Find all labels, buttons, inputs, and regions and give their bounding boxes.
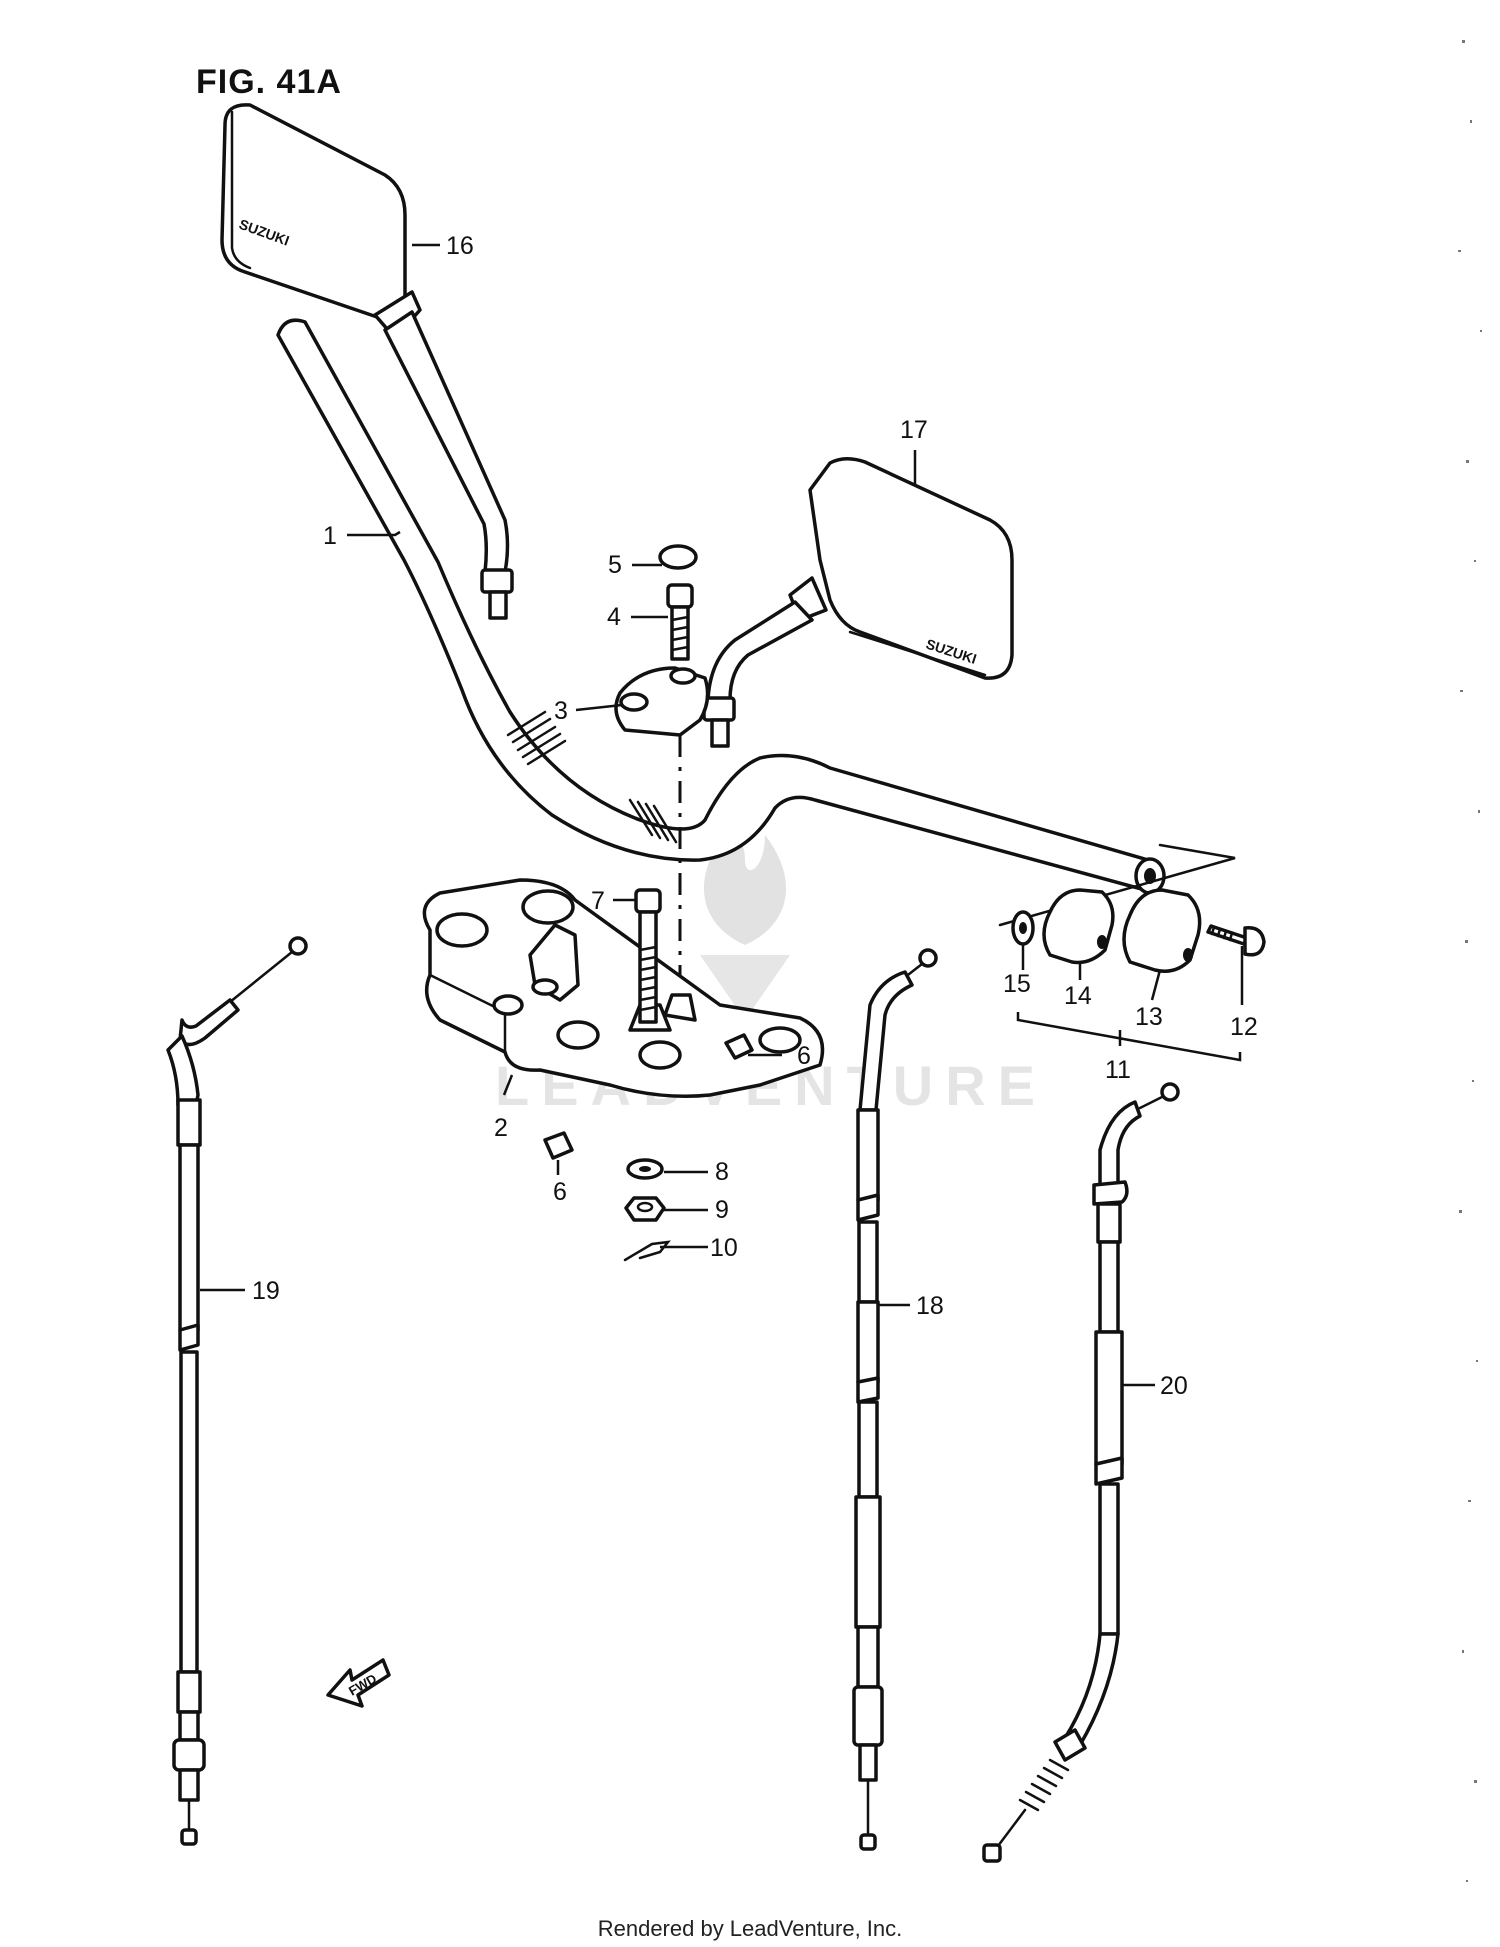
- callout-13: 13: [1135, 1003, 1163, 1031]
- throttle-cable-left: [166, 936, 308, 1846]
- grip-end-balancer-outer: [1122, 888, 1202, 973]
- cushion-upper: [724, 1033, 754, 1060]
- callout-8: 8: [715, 1158, 729, 1186]
- callout-1: 1: [323, 522, 337, 550]
- cable-spring: [1018, 1758, 1070, 1812]
- knurling-left: [506, 710, 567, 766]
- handlebar-holder-lower: [422, 878, 825, 1098]
- clutch-cable-right: [982, 1082, 1180, 1863]
- callout-18: 18: [916, 1292, 944, 1320]
- bolt-cap: [658, 544, 698, 570]
- callout-19: 19: [252, 1277, 280, 1305]
- callout-3: 3: [554, 697, 568, 725]
- grip-end-screw: [1206, 924, 1266, 957]
- callout-5: 5: [608, 551, 622, 579]
- callout-4: 4: [607, 603, 621, 631]
- handlebar-holder-upper: [614, 666, 710, 737]
- callout-6-upper: 6: [797, 1042, 811, 1070]
- callout-11: 11: [1105, 1056, 1131, 1084]
- washer: [626, 1158, 664, 1180]
- left-mirror: SUZUKI: [220, 103, 514, 620]
- throttle-cable-center: [852, 948, 938, 1851]
- figure-title: FIG. 41A: [196, 63, 342, 101]
- callout-14: 14: [1064, 982, 1092, 1010]
- footer-credit: Rendered by LeadVenture, Inc.: [598, 1916, 903, 1941]
- handlebar: [276, 318, 1166, 895]
- cotter-pin: [623, 1240, 671, 1262]
- leader-lines: [200, 243, 1244, 1387]
- knurling-right: [628, 798, 678, 844]
- holder-bolt-upper: [666, 583, 694, 661]
- callout-20: 20: [1160, 1372, 1188, 1400]
- forward-direction-arrow: FWD: [326, 1658, 391, 1708]
- callout-12: 12: [1230, 1013, 1258, 1041]
- callout-10: 10: [710, 1234, 738, 1262]
- callout-7: 7: [591, 887, 605, 915]
- cushion-lower: [543, 1131, 574, 1160]
- right-mirror: SUZUKI: [702, 457, 1014, 748]
- callout-15: 15: [1003, 970, 1031, 998]
- callout-2: 2: [494, 1114, 508, 1142]
- grip-end-set-bracket: [1016, 1012, 1242, 1062]
- grip-end-balancer-inner: [1042, 888, 1115, 965]
- nut: [624, 1196, 666, 1222]
- scan-noise: [1458, 40, 1482, 1882]
- grip-end-washer: [1011, 910, 1035, 946]
- callout-9: 9: [715, 1196, 729, 1224]
- holder-bolt-lower: [634, 888, 662, 1024]
- callout-16: 16: [446, 232, 474, 260]
- callout-17: 17: [900, 416, 928, 444]
- callout-6-lower: 6: [553, 1178, 567, 1206]
